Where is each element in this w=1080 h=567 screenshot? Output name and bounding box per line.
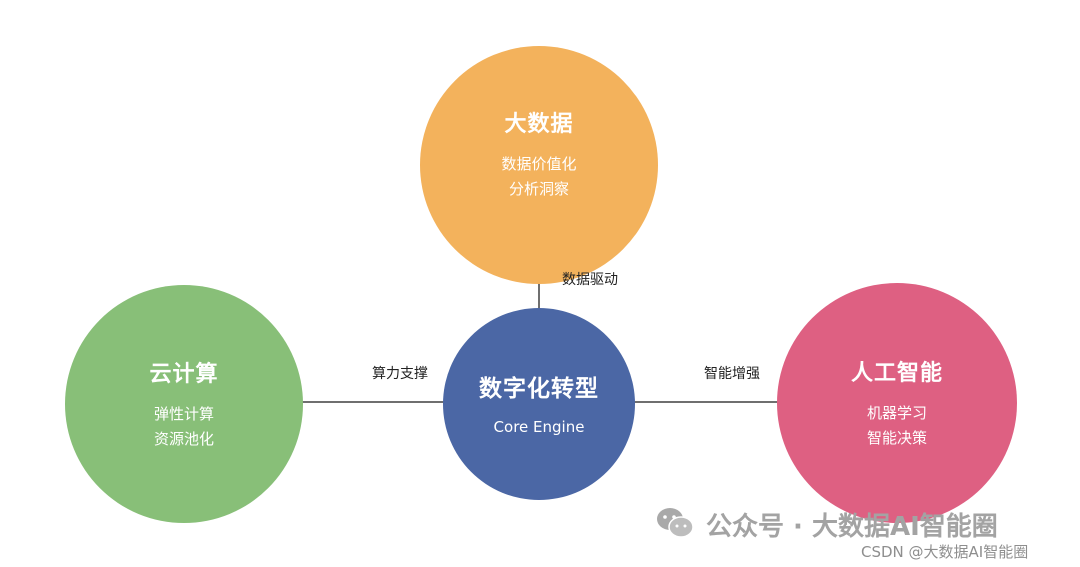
node-big-data-line-1: 数据价值化 [501,155,577,173]
node-core-title: 数字化转型 [479,375,599,402]
node-ai: 人工智能 机器学习 智能决策 [777,283,1017,523]
node-cloud-title: 云计算 [149,362,219,387]
node-core: 数字化转型 Core Engine [443,308,635,500]
node-core-subtitle: Core Engine [493,417,585,436]
edge-label-compute-support: 算力支撑 [372,366,428,382]
watermark-csdn: CSDN @大数据AI智能圈 [861,543,1029,561]
edge-label-intelligence-boost: 智能增强 [704,366,760,382]
connector-core-ai [632,401,780,403]
node-cloud-line-1: 弹性计算 [153,405,214,423]
node-cloud-line-2: 资源池化 [153,430,214,448]
watermark-account: 公众号 · 大数据AI智能圈 [706,512,998,542]
node-big-data-title: 大数据 [504,112,574,137]
node-ai-title: 人工智能 [850,361,943,386]
node-ai-line-1: 机器学习 [866,404,927,422]
connector-cloud-core [300,401,446,403]
node-cloud-computing: 云计算 弹性计算 资源池化 [65,285,303,523]
wechat-icon [657,508,694,538]
node-ai-line-2: 智能决策 [866,429,927,447]
edge-label-data-driven: 数据驱动 [562,272,618,288]
node-big-data-line-2: 分析洞察 [508,180,569,198]
node-big-data: 大数据 数据价值化 分析洞察 [420,46,658,284]
connector-bigdata-core [538,255,540,313]
